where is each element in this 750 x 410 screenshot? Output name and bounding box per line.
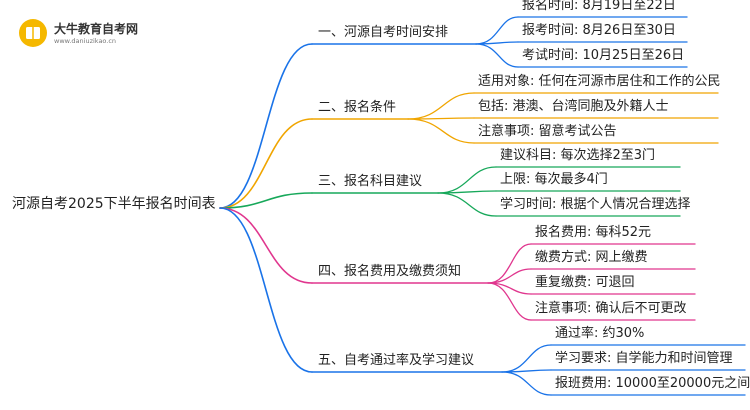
book-logo-icon	[19, 19, 47, 47]
leaf-edge	[437, 192, 497, 217]
leaf-node-label: 报名费用: 每科52元	[535, 225, 652, 240]
leaf-edge	[487, 282, 532, 321]
leaf-edge	[501, 344, 552, 373]
leaf-node-label: 重复缴费: 可退回	[535, 275, 635, 290]
leaf-node-label: 报名时间: 8月19日至22日	[522, 0, 676, 13]
logo-url: www.daniuzikao.cn	[54, 37, 117, 45]
leaf-node-label: 适用对象: 任何在河源市居住和工作的公民	[478, 74, 721, 89]
branch-edge	[219, 118, 313, 209]
root-node-label: 河源自考2025下半年报名时间表	[12, 196, 216, 212]
leaf-node-label: 学习时间: 根据个人情况合理选择	[500, 197, 691, 212]
branch-edge	[219, 207, 313, 373]
logo-name: 大牛教育自考网	[54, 22, 139, 36]
leaf-node-label: 学习要求: 自学能力和时间管理	[555, 351, 733, 366]
leaf-node-label: 建议科目: 每次选择2至3门	[500, 148, 656, 163]
branch-node-label: 一、河源自考时间安排	[318, 25, 449, 40]
leaf-node-label: 缴费方式: 网上缴费	[535, 250, 648, 265]
leaf-edge	[487, 243, 532, 284]
leaf-edge	[407, 92, 475, 120]
branch-node-label: 三、报名科目建议	[318, 174, 423, 189]
site-logo: 大牛教育自考网 www.daniuzikao.cn	[18, 14, 178, 54]
leaf-node-label: 报考时间: 8月26日至30日	[522, 23, 676, 38]
leaf-node-label: 考试时间: 10月25日至26日	[522, 48, 685, 63]
leaf-node-label: 包括: 港澳、台湾同胞及外籍人士	[478, 99, 669, 114]
leaf-node-label: 注意事项: 确认后不可更改	[535, 301, 687, 316]
leaf-edge	[475, 43, 519, 68]
branch-edge	[219, 192, 313, 209]
leaf-node-label: 通过率: 约30%	[555, 326, 645, 341]
branch-edge	[219, 43, 313, 209]
leaf-node-label: 报班费用: 10000至20000元之间	[555, 376, 750, 391]
leaf-edge	[437, 166, 497, 194]
branch-node-label: 四、报名费用及缴费须知	[318, 264, 462, 279]
branch-node-label: 五、自考通过率及学习建议	[318, 353, 475, 368]
leaf-edge	[487, 268, 532, 284]
leaf-node-label: 上限: 每次最多4门	[500, 172, 608, 187]
leaf-edge	[501, 371, 552, 396]
leaf-edge	[407, 118, 475, 144]
branch-node-label: 二、报名条件	[318, 100, 397, 115]
leaf-node-label: 注意事项: 留意考试公告	[478, 124, 617, 139]
branch-edge	[219, 207, 313, 284]
leaf-edge	[475, 16, 519, 45]
